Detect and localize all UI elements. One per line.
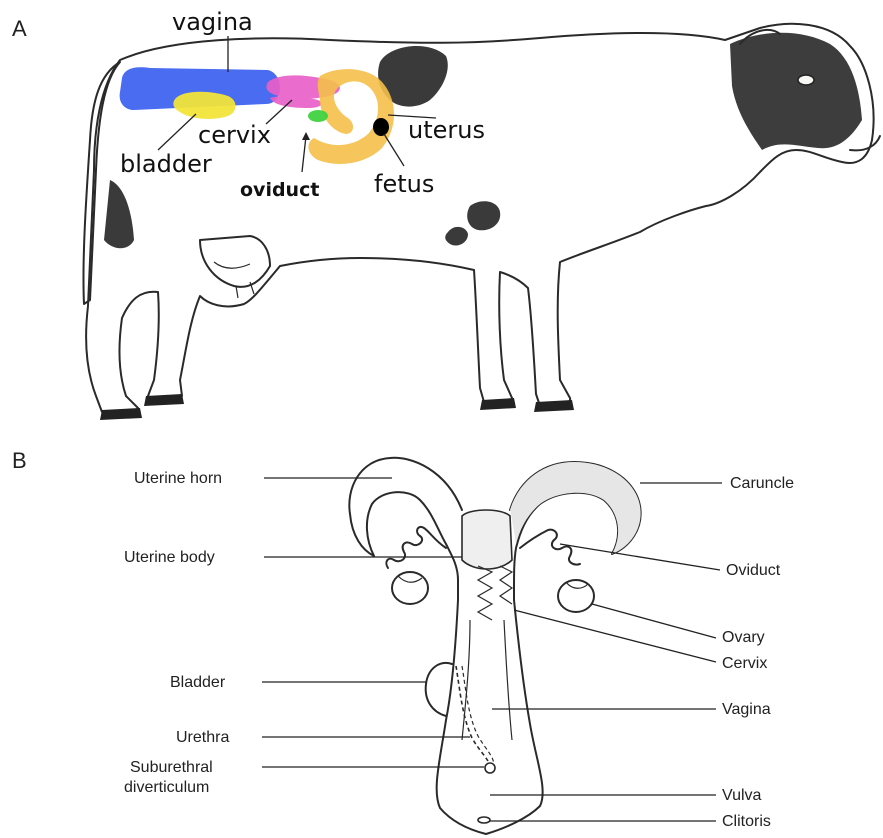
label-vagina-b: Vagina [722,701,771,718]
label-vagina: vagina [172,8,253,36]
bladder-shape [173,92,235,119]
suburethral-diverticulum [485,763,495,773]
arrow-oviduct [302,132,310,140]
cow-spot-flank-2 [445,227,468,246]
label-ovary: Ovary [722,629,765,646]
label-suburethral-1: Suburethral [130,759,213,776]
cow-muzzle [850,136,880,150]
hoof-2 [144,394,184,406]
fetus-shape [373,118,389,136]
oviduct-right [520,530,580,565]
vagina-tube [437,600,543,834]
cow-spot-flank-1 [467,201,500,230]
leader-oviduct [302,136,306,172]
label-caruncle: Caruncle [730,475,794,492]
vagina-inner-right [504,620,512,740]
label-suburethral-2: diverticulum [124,779,209,796]
label-bladder-b: Bladder [170,674,226,691]
hoof-1 [100,408,142,420]
label-bladder: bladder [120,150,212,178]
leader-bladder [158,114,196,150]
panel-b-letter: B [12,448,27,473]
tail-patch [104,180,134,248]
oviduct-left [386,527,446,568]
oviduct-shape [308,110,328,122]
uterine-body [462,510,512,569]
label-oviduct: oviduct [240,179,319,201]
head-patch [730,33,862,150]
cow-udder [200,236,270,287]
cow-eye [798,75,814,85]
label-cervix-b: Cervix [722,655,767,672]
label-uterine-body: Uterine body [124,549,215,566]
label-uterus: uterus [408,116,485,144]
label-uterine-horn: Uterine horn [134,470,222,487]
label-oviduct-b: Oviduct [726,562,781,579]
leader-fetus [384,134,404,166]
cervix-folds [478,566,492,620]
label-cervix: cervix [198,121,271,149]
leader-cervix-b [514,610,716,662]
label-clitoris: Clitoris [722,813,771,830]
urethra-duct [456,666,490,766]
tract-diagram [349,458,640,834]
label-vulva: Vulva [722,787,762,804]
label-urethra: Urethra [176,729,229,746]
clitoris [478,817,490,823]
hoof-3 [480,398,516,410]
ovary-left [392,572,428,604]
panel-a-letter: A [12,16,27,41]
leader-ovary [592,604,716,638]
ovary-right [558,580,594,612]
leader-oviduct-b [560,544,720,570]
panel-b-labels: Uterine horn Uterine body Bladder Urethr… [124,470,794,830]
hoof-4 [534,400,574,412]
label-fetus: fetus [374,170,434,198]
